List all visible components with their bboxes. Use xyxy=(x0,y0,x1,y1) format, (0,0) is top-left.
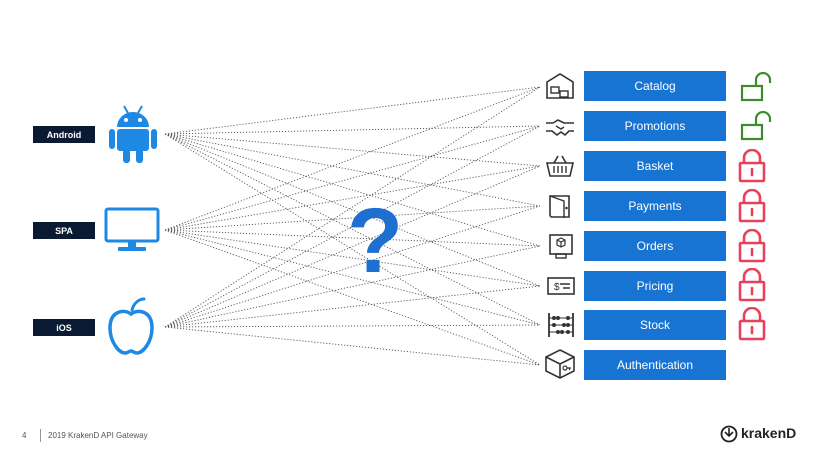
service-stock: Stock xyxy=(584,310,726,340)
footer-divider xyxy=(40,429,41,442)
abacus-icon xyxy=(548,313,574,337)
connection-line-1-0 xyxy=(164,86,541,231)
apple-icon xyxy=(108,297,154,355)
basket-icon xyxy=(545,155,575,177)
lock-icon xyxy=(738,307,766,341)
connection-line-2-5 xyxy=(164,285,541,328)
client-label-spa: SPA xyxy=(33,222,95,239)
service-catalog: Catalog xyxy=(584,71,726,101)
lock-icon xyxy=(738,149,766,183)
android-icon xyxy=(109,105,157,163)
order-box-icon xyxy=(549,234,573,259)
svg-text:$: $ xyxy=(554,282,560,293)
connection-line-1-5 xyxy=(164,229,541,287)
unlock-icon xyxy=(740,72,772,102)
unlock-icon xyxy=(740,111,772,141)
lock-icon xyxy=(738,189,766,223)
connection-line-0-6 xyxy=(164,133,541,326)
service-orders: Orders xyxy=(584,231,726,261)
service-authentication: Authentication xyxy=(584,350,726,380)
connection-line-2-0 xyxy=(164,86,541,328)
connection-line-2-2 xyxy=(164,165,541,328)
lock-icon xyxy=(738,268,766,302)
connection-line-0-3 xyxy=(164,133,541,207)
footer-caption: 2019 KrakenD API Gateway xyxy=(48,431,148,440)
connection-line-1-1 xyxy=(164,125,541,231)
monitor-icon xyxy=(104,207,160,251)
service-pricing: Pricing xyxy=(584,271,726,301)
client-label-android: Android xyxy=(33,126,95,143)
connection-line-0-4 xyxy=(164,133,541,247)
connection-line-2-4 xyxy=(164,245,541,328)
service-promotions: Promotions xyxy=(584,111,726,141)
connection-line-2-1 xyxy=(164,125,541,328)
connection-line-1-7 xyxy=(164,229,541,366)
connection-line-1-3 xyxy=(164,205,541,231)
svg-text:?: ? xyxy=(347,190,403,280)
connection-line-0-5 xyxy=(164,133,541,287)
key-box-icon xyxy=(545,349,575,379)
brand-name: krakenD xyxy=(741,425,797,441)
handshake-icon xyxy=(546,119,574,137)
price-tag-icon: $ xyxy=(547,277,575,295)
question-mark: ? xyxy=(347,190,403,280)
service-payments: Payments xyxy=(584,191,726,221)
wallet-icon xyxy=(549,195,570,218)
connection-line-2-6 xyxy=(164,324,541,328)
connection-line-2-7 xyxy=(164,326,541,366)
connection-line-1-4 xyxy=(164,229,541,247)
connection-line-0-7 xyxy=(164,133,541,366)
client-label-ios: iOS xyxy=(33,319,95,336)
connection-line-1-2 xyxy=(164,165,541,231)
connection-line-0-2 xyxy=(164,133,541,167)
page-number: 4 xyxy=(22,431,27,440)
service-basket: Basket xyxy=(584,151,726,181)
krakend-logo-icon xyxy=(720,425,738,443)
warehouse-icon xyxy=(546,73,574,99)
connection-line-0-1 xyxy=(164,125,541,135)
lock-icon xyxy=(738,229,766,263)
